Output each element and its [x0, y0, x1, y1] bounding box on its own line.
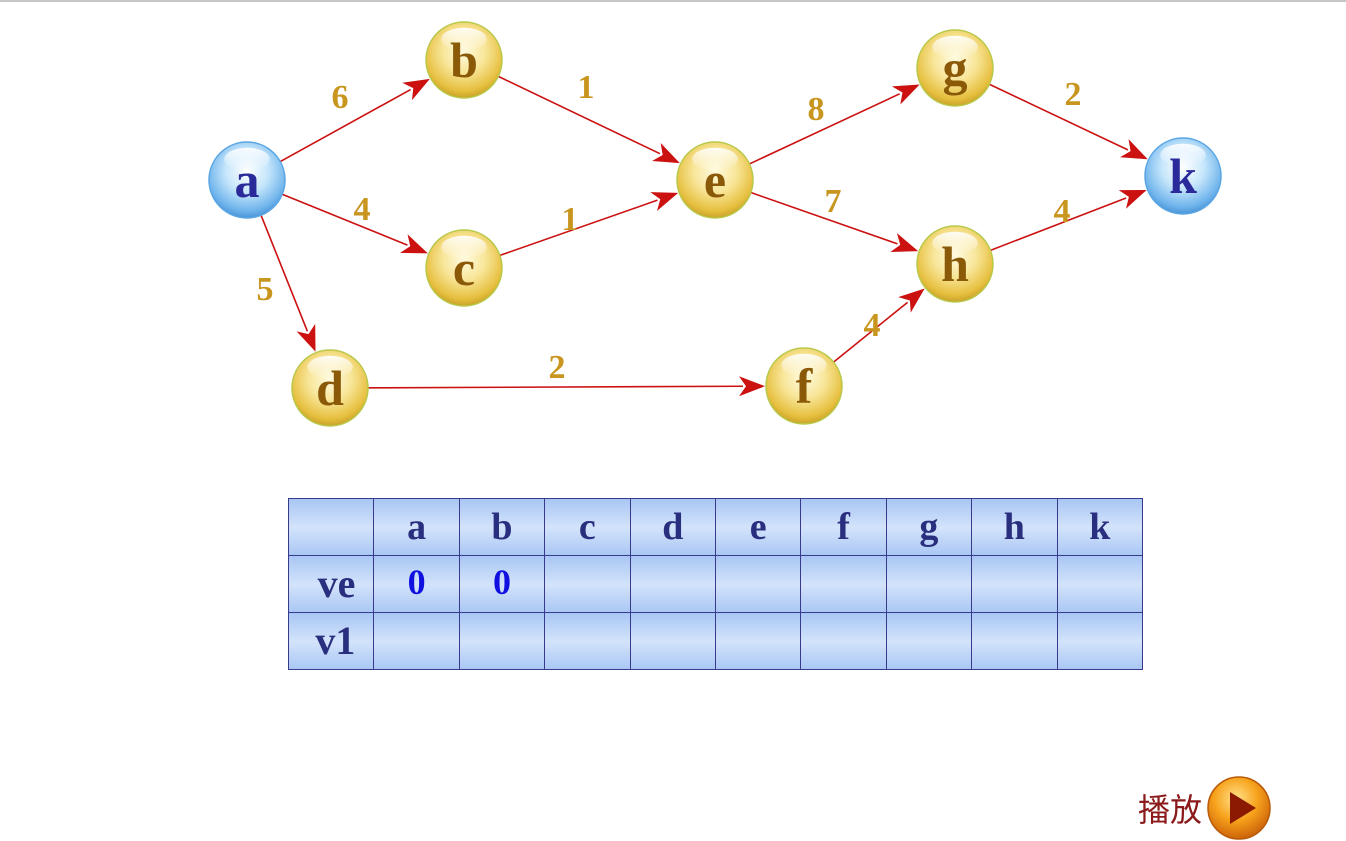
column-header-g: g: [885, 498, 973, 556]
cell-ve-e: [714, 555, 802, 613]
node-label-e: e: [704, 152, 726, 208]
table-corner-cell: [287, 498, 375, 556]
node-c: c: [425, 229, 503, 307]
edge-weight-e-g: 8: [808, 91, 825, 128]
edge-weight-a-d: 5: [257, 271, 274, 308]
node-k: k: [1144, 137, 1222, 215]
cell-ve-f: [800, 555, 887, 613]
edge-a-b: [279, 78, 430, 163]
edge-e-g: [749, 84, 920, 165]
node-label-a: a: [235, 152, 260, 208]
edge-d-f: [367, 376, 766, 397]
cell-v1-h: [971, 612, 1058, 670]
cell-v1-d: [629, 612, 716, 670]
edge-weight-b-e: 1: [578, 69, 595, 106]
node-d: d: [291, 349, 369, 427]
node-label-d: d: [316, 360, 344, 416]
cell-v1-e: [714, 612, 802, 670]
column-header-f: f: [800, 498, 887, 556]
cell-v1-g: [885, 612, 973, 670]
edge-a-d: [260, 214, 316, 352]
edge-weight-f-h: 4: [864, 307, 881, 344]
node-label-c: c: [453, 240, 475, 296]
edge-weight-a-c: 4: [354, 191, 371, 228]
node-f: f: [765, 347, 843, 425]
edge-a-c: [281, 193, 428, 254]
edge-h-k: [990, 190, 1147, 252]
edge-e-h: [750, 191, 919, 252]
cell-ve-c: [544, 555, 631, 613]
node-e: e: [676, 141, 754, 219]
node-label-b: b: [450, 32, 478, 88]
table-row-v1: v1: [287, 612, 1144, 670]
top-rule: [0, 0, 1346, 2]
column-header-d: d: [629, 498, 716, 556]
cell-ve-d: [629, 555, 716, 613]
row-header-ve: ve: [287, 555, 375, 613]
edge-weight-c-e: 1: [562, 201, 579, 238]
edge-f-h: [833, 288, 925, 363]
column-header-b: b: [458, 498, 546, 556]
play-icon[interactable]: [1206, 775, 1272, 841]
cell-v1-c: [544, 612, 631, 670]
row-header-v1: v1: [287, 612, 375, 670]
cell-ve-k: [1056, 555, 1144, 613]
cell-v1-a: [373, 612, 460, 670]
column-header-c: c: [544, 498, 631, 556]
cell-ve-b: 0: [458, 555, 546, 613]
node-label-k: k: [1169, 148, 1197, 204]
edge-weight-a-b: 6: [332, 79, 349, 116]
node-g: g: [916, 29, 994, 107]
edge-b-e: [497, 75, 680, 164]
node-b: b: [425, 21, 503, 99]
edge-weight-e-h: 7: [825, 183, 842, 220]
column-header-k: k: [1056, 498, 1144, 556]
node-a: a: [208, 141, 286, 219]
column-header-a: a: [373, 498, 460, 556]
edge-c-e: [499, 192, 679, 257]
edge-weight-h-k: 4: [1054, 193, 1071, 230]
edge-weight-g-k: 2: [1065, 76, 1082, 113]
cell-v1-k: [1056, 612, 1144, 670]
column-header-h: h: [971, 498, 1058, 556]
node-label-g: g: [943, 40, 968, 96]
cell-v1-f: [800, 612, 887, 670]
play-label: 播放: [1138, 791, 1203, 829]
cell-ve-h: [971, 555, 1058, 613]
edge-g-k: [988, 83, 1148, 160]
cell-v1-b: [458, 612, 546, 670]
edge-weight-d-f: 2: [549, 349, 566, 386]
activity-network-diagram: 6 4 5 1 1 2 8 7 4 2 4 a b c d e f g h k: [208, 21, 1222, 427]
node-label-f: f: [796, 358, 814, 414]
node-label-h: h: [941, 236, 969, 292]
cell-ve-g: [885, 555, 973, 613]
play-control[interactable]: 播放: [1138, 776, 1272, 840]
column-header-e: e: [714, 498, 802, 556]
cell-ve-a: 0: [373, 555, 460, 613]
node-h: h: [916, 225, 994, 303]
